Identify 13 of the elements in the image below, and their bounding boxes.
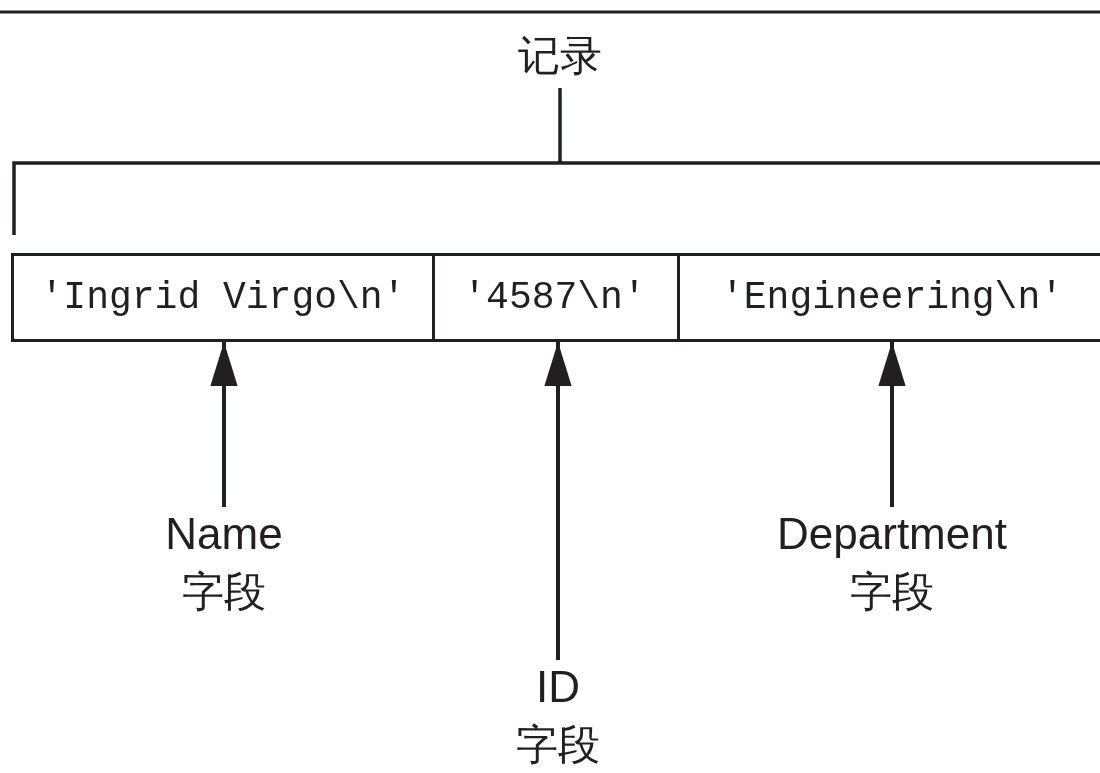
- arrow: [878, 342, 906, 507]
- field-caption: 字段: [181, 566, 267, 618]
- record-field: 'Ingrid Virgo\n': [11, 253, 435, 342]
- arrow: [544, 342, 572, 660]
- arrow: [210, 342, 238, 507]
- record-field: 'Engineering\n': [677, 253, 1100, 342]
- field-caption: 字段: [849, 566, 935, 618]
- field-name: ID: [535, 661, 581, 713]
- record-label: 记录: [517, 30, 603, 82]
- field-caption: 字段: [515, 719, 601, 771]
- record-field: '4587\n': [432, 253, 680, 342]
- field-name: Department: [776, 508, 1008, 560]
- field-name: Name: [164, 508, 284, 560]
